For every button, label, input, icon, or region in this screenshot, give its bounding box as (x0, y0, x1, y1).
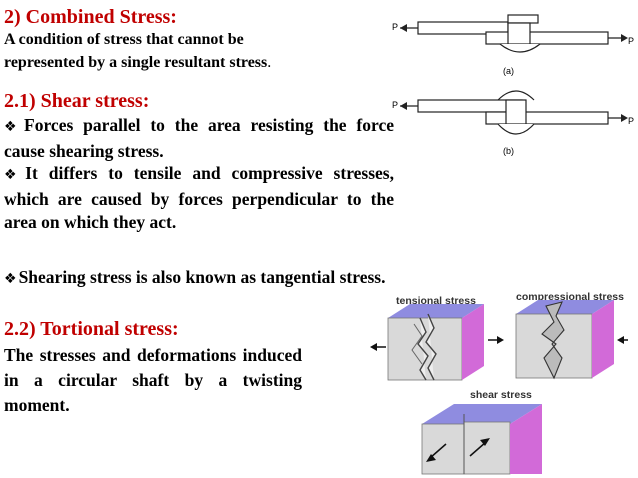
shear-stress-heading: 2.1) Shear stress: (4, 90, 150, 112)
shear-bullet-3-text: Shearing stress is also known as tangent… (18, 267, 386, 287)
joint-a-force-right: P (628, 36, 634, 46)
joint-b-caption: (b) (503, 146, 514, 156)
joint-a-force-left: P (392, 22, 398, 32)
joint-a (400, 14, 628, 53)
riveted-joint-figure: P P (a) P P (b) (392, 14, 634, 156)
stress-types-figure: tensional stress compressional stress sh… (370, 291, 628, 475)
shear-bullet-2-text: It differs to tensile and compressive st… (4, 163, 394, 232)
shear-bullet-3: ❖Shearing stress is also known as tangen… (4, 266, 394, 292)
shear-bullet-1: ❖Forces parallel to the area resisting t… (4, 114, 394, 163)
combined-stress-line-2-text: represented by a single resultant stress (4, 54, 268, 71)
shear-stress-label: shear stress (470, 389, 532, 401)
shear-block (421, 404, 542, 475)
diamond-bullet-icon: ❖ (4, 119, 23, 135)
compressional-block (515, 300, 614, 380)
tortional-stress-heading: 2.2) Tortional stress: (4, 318, 179, 340)
combined-stress-heading: 2) Combined Stress: (4, 6, 177, 28)
diamond-bullet-icon: ❖ (4, 167, 24, 183)
shear-bullet-2: ❖It differs to tensile and compressive s… (4, 162, 394, 235)
joint-b (400, 90, 628, 135)
diamond-bullet-icon: ❖ (4, 271, 17, 287)
joint-b-force-right: P (628, 116, 634, 126)
tortional-stress-body: The stresses and deformations induced in… (4, 345, 302, 415)
joint-b-force-left: P (392, 100, 398, 110)
shear-bullet-1-text: Forces parallel to the area resisting th… (4, 115, 394, 161)
combined-stress-line-1: A condition of stress that cannot be (4, 31, 244, 48)
joint-a-caption: (a) (503, 66, 514, 76)
tensional-block (387, 304, 484, 381)
combined-stress-line-2: represented by a single resultant stress… (4, 51, 271, 75)
combined-stress-line-2-end: . (267, 54, 272, 71)
